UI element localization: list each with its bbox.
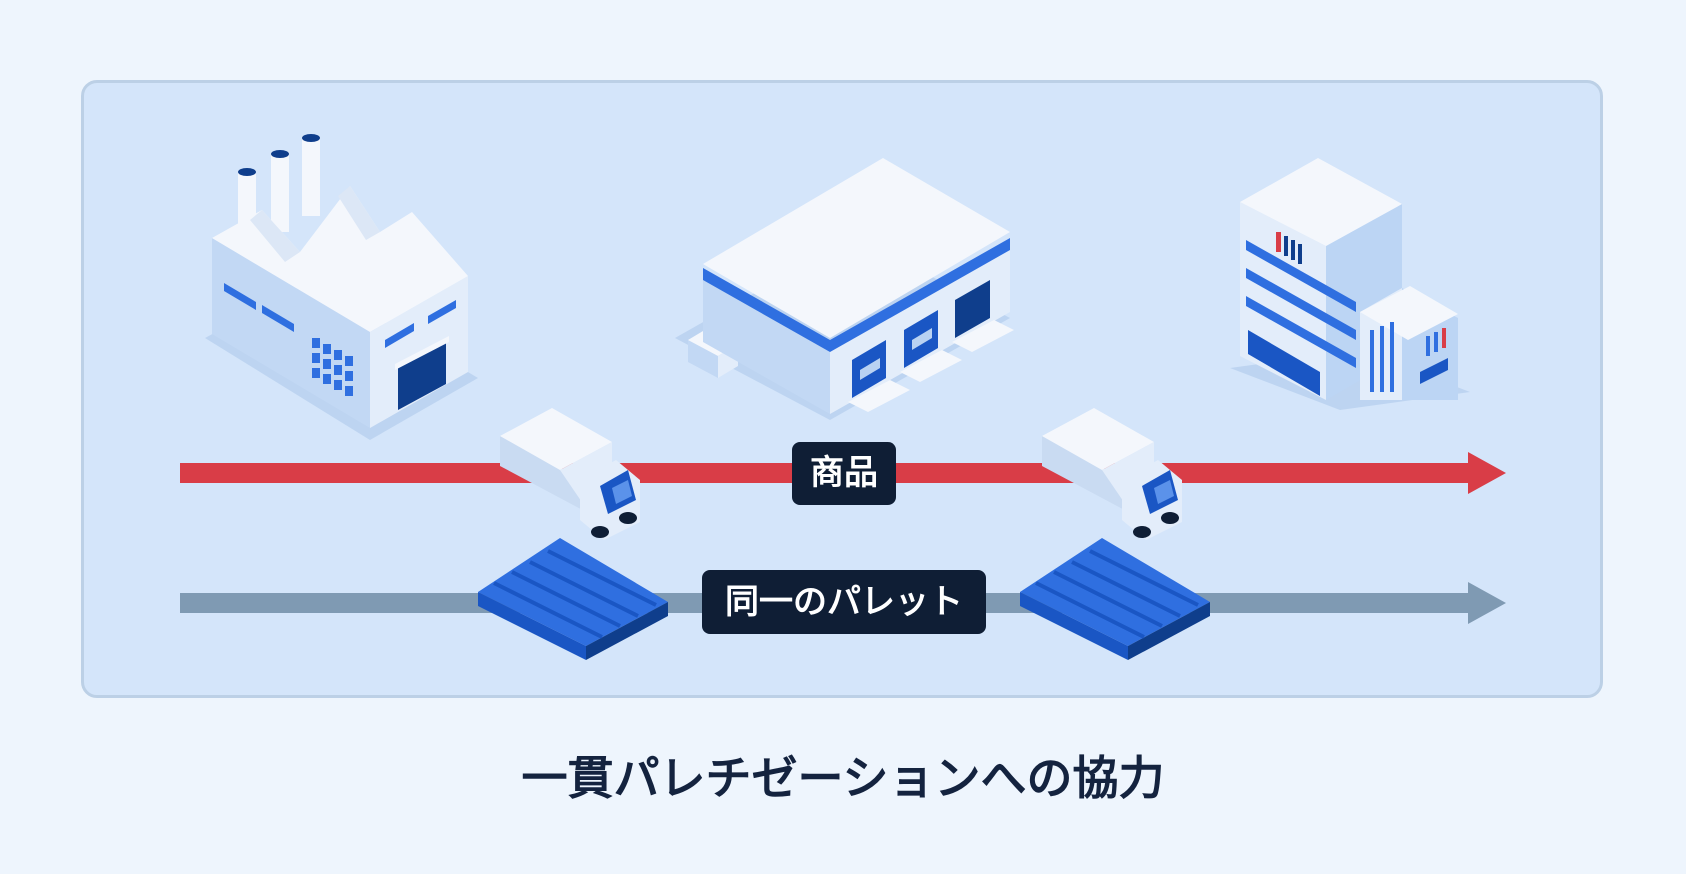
truck-icon: [1042, 408, 1182, 540]
pallet-label: 同一のパレット: [702, 570, 986, 634]
pallet-icon: [1020, 538, 1210, 660]
factory-icon: [205, 134, 478, 440]
warehouse-icon: [675, 158, 1014, 420]
building-icon: [1230, 158, 1470, 410]
diagram-caption: 一貫パレチゼーションへの協力: [521, 751, 1165, 805]
truck-icon: [500, 408, 640, 540]
pallet-icon: [478, 538, 668, 660]
goods-label: 商品: [792, 442, 896, 505]
